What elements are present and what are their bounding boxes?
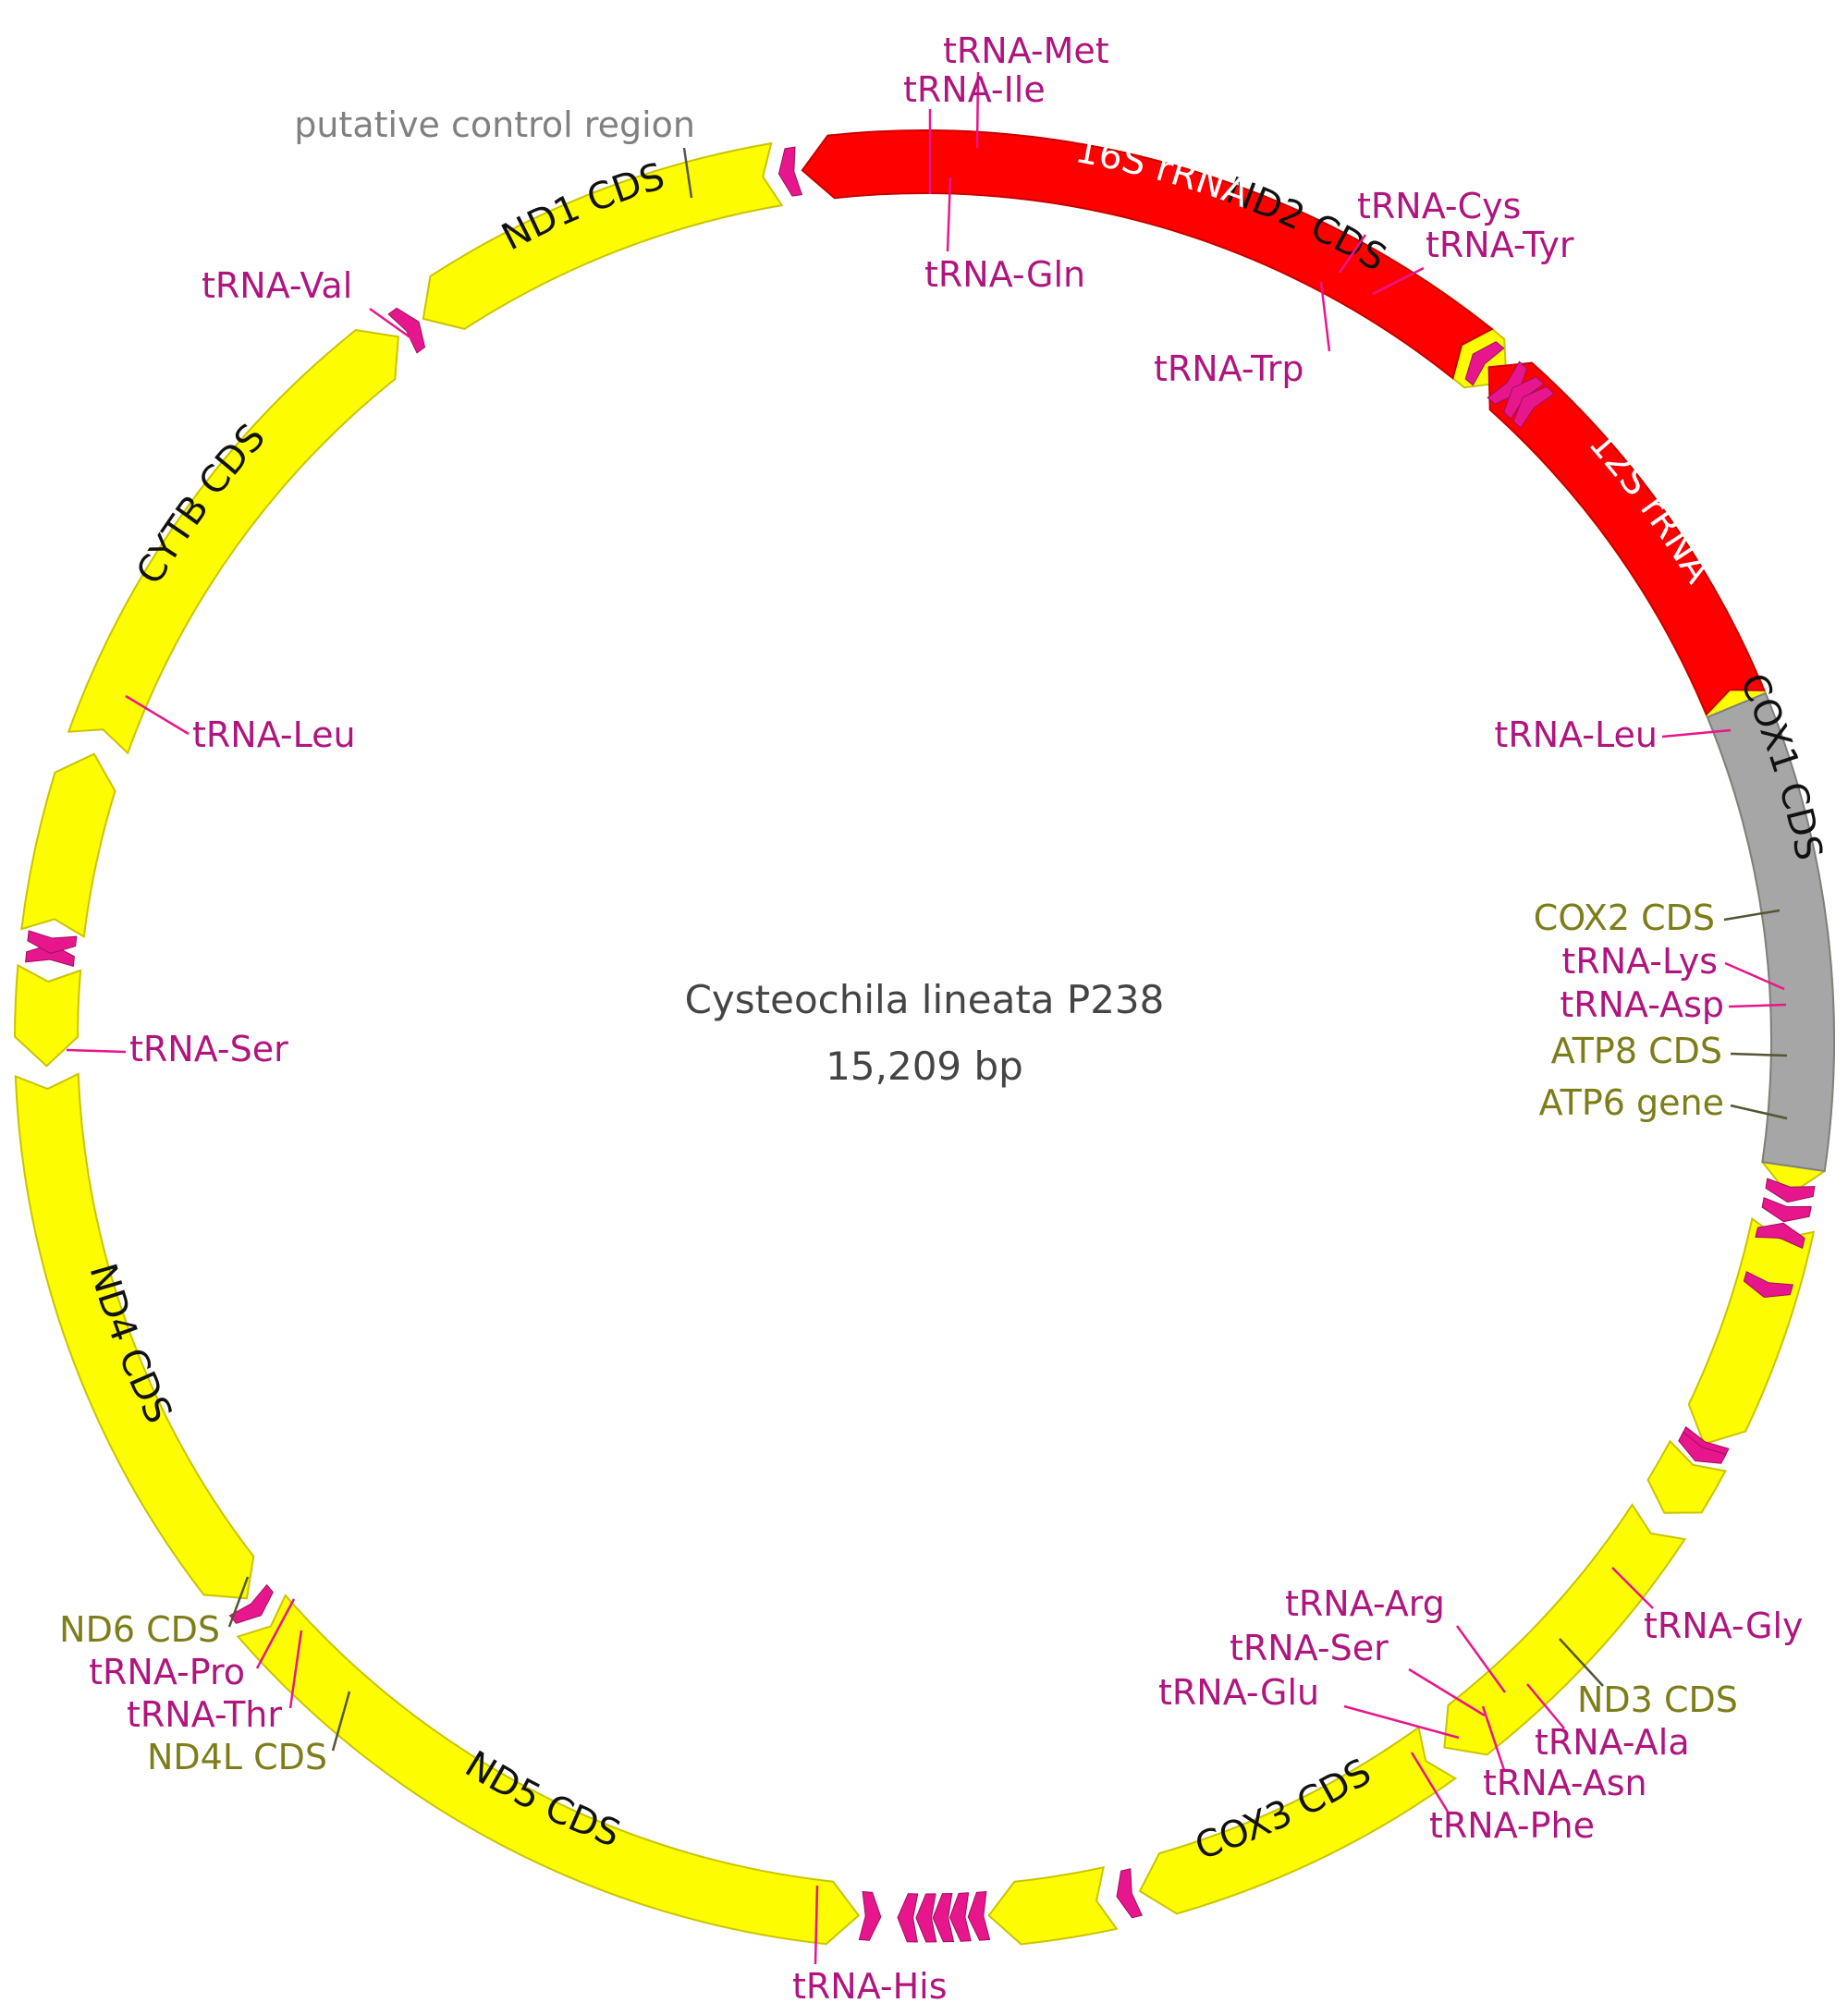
feature-label-trna-leu: tRNA-Leu: [192, 714, 356, 755]
trna-marker-trna-glu: [897, 1893, 919, 1943]
feature-label-nd4l-cds: ND4L CDS: [147, 1737, 327, 1777]
feature-label-trna-trp: tRNA-Trp: [1154, 348, 1303, 389]
feature-label-trna-lys: tRNA-Lys: [1561, 941, 1718, 982]
trna-marker-trna-trp: [1487, 360, 1528, 405]
trna-marker-trna-ser: [915, 1893, 937, 1943]
leader-line-trna-val: [369, 307, 419, 345]
leader-line-nd4l-cds: [331, 1691, 351, 1752]
feature-label-trna-met: tRNA-Met: [943, 31, 1109, 71]
feature-label-trna-ser: tRNA-Ser: [129, 1029, 288, 1069]
genome-title: Cysteochila lineata P238: [685, 977, 1165, 1022]
feature-label-atp6-gene: ATP6 gene: [1539, 1082, 1724, 1123]
segment-cox2-cds: [1687, 1216, 1816, 1446]
feature-label-trna-tyr: tRNA-Tyr: [1426, 225, 1574, 265]
segment-cox3-cds: [1138, 1726, 1458, 1915]
trna-marker-trna-asp: [1678, 1431, 1727, 1464]
segment-nd3-cds: [987, 1865, 1119, 1946]
segment-12s-rrna: [1487, 361, 1766, 716]
genome-length: 15,209 bp: [826, 1044, 1023, 1089]
segment-atp8-cds: [1646, 1439, 1727, 1514]
segment-cytb-cds: [67, 329, 399, 755]
feature-label-nd6-cds: ND6 CDS: [59, 1609, 220, 1650]
trna-marker-trna-met: [1743, 1271, 1794, 1299]
trna-marker-trna-pro: [27, 930, 78, 955]
leader-line-nd3-cds: [1559, 1638, 1604, 1687]
leader-line-atp6-gene: [1730, 1104, 1788, 1120]
leader-line-trna-met: [975, 71, 980, 149]
leader-line-trna-his: [814, 1885, 819, 1965]
trna-marker-trna-asn: [932, 1892, 955, 1943]
segment-nd5-cds: [236, 1594, 861, 1946]
leader-line-nd6-cds: [227, 1576, 250, 1628]
leader-line-atp8-cds: [1730, 1052, 1788, 1057]
trna-marker-trna-leu: [777, 146, 803, 197]
leader-line-trna-asn: [1481, 1705, 1506, 1771]
leader-line-putative-control-region: [682, 147, 693, 199]
leader-line-trna-ala: [1526, 1683, 1565, 1729]
leader-line-trna-phe: [1410, 1752, 1450, 1813]
trna-marker-trna-arg: [948, 1892, 972, 1942]
leader-line-cox2-cds: [1723, 909, 1781, 922]
leader-line-trna-gly: [1611, 1567, 1654, 1609]
feature-label-trna-arg: tRNA-Arg: [1285, 1583, 1445, 1624]
feature-label-trna-his: tRNA-His: [792, 1966, 948, 2007]
feature-label-trna-ile: tRNA-Ile: [903, 69, 1046, 110]
segment-nd4l-cds: [13, 963, 82, 1068]
segment-nd1-cds: [422, 141, 784, 330]
feature-label-trna-gly: tRNA-Gly: [1644, 1606, 1803, 1646]
feature-label-trna-thr: tRNA-Thr: [127, 1694, 282, 1735]
leader-line-trna-leu: [1661, 728, 1732, 739]
segment-putative-control-region: [1706, 691, 1835, 1173]
leader-line-trna-thr: [288, 1630, 303, 1709]
leader-line-trna-gln: [946, 177, 952, 252]
trna-marker-trna-gly: [1116, 1868, 1144, 1919]
feature-label-trna-asp: tRNA-Asp: [1560, 984, 1724, 1025]
trna-marker-trna-tyr: [1512, 385, 1555, 429]
leader-line-trna-pro: [255, 1598, 296, 1669]
feature-label-trna-ala: tRNA-Ala: [1535, 1722, 1690, 1763]
feature-label-trna-ser: tRNA-Ser: [1230, 1628, 1389, 1668]
segment-nd6-cds: [20, 752, 116, 939]
feature-label-trna-asn: tRNA-Asn: [1483, 1763, 1647, 1803]
trna-marker-trna-ala: [967, 1891, 991, 1941]
segments-layer: [13, 129, 1835, 1946]
feature-label-atp8-cds: ATP8 CDS: [1551, 1031, 1722, 1071]
trna-marker-trna-val: [1464, 341, 1505, 386]
trna-marker-trna-ile: [1765, 1178, 1816, 1203]
feature-label-putative-control-region: putative control region: [294, 104, 695, 145]
trna-marker-trna-thr: [25, 944, 75, 967]
segment-16s-rrna: [801, 129, 1494, 380]
segment-nd4-cds: [14, 1072, 255, 1600]
leader-line-trna-arg: [1455, 1625, 1507, 1693]
feature-label-trna-gln: tRNA-Gln: [924, 254, 1085, 295]
trna-marker-trna-his: [228, 1583, 274, 1624]
feature-label-trna-cys: tRNA-Cys: [1357, 186, 1521, 226]
trna-marker-trna-leu: [1761, 1197, 1812, 1223]
leader-line-trna-trp: [1319, 281, 1331, 352]
feature-label-nd3-cds: ND3 CDS: [1577, 1679, 1738, 1720]
leader-line-trna-asp: [1728, 1003, 1787, 1008]
feature-label-cox2-cds: COX2 CDS: [1534, 898, 1715, 938]
trna-marker-trna-gln: [1755, 1222, 1805, 1250]
feature-label-trna-glu: tRNA-Glu: [1158, 1672, 1319, 1713]
feature-label-trna-pro: tRNA-Pro: [89, 1652, 245, 1692]
leader-line-trna-ser: [1408, 1667, 1486, 1717]
feature-label-trna-val: tRNA-Val: [202, 265, 352, 306]
leader-line-trna-lys: [1724, 961, 1785, 991]
leader-line-trna-ser: [66, 1048, 127, 1054]
feature-label-trna-leu: tRNA-Leu: [1494, 714, 1658, 755]
trna-marker-trna-phe: [858, 1891, 882, 1941]
leader-line-trna-cys: [1338, 234, 1367, 274]
leader-line-trna-glu: [1343, 1704, 1460, 1740]
feature-label-trna-phe: tRNA-Phe: [1429, 1805, 1595, 1846]
leader-line-trna-leu: [125, 694, 190, 736]
leader-line-trna-tyr: [1372, 266, 1425, 296]
